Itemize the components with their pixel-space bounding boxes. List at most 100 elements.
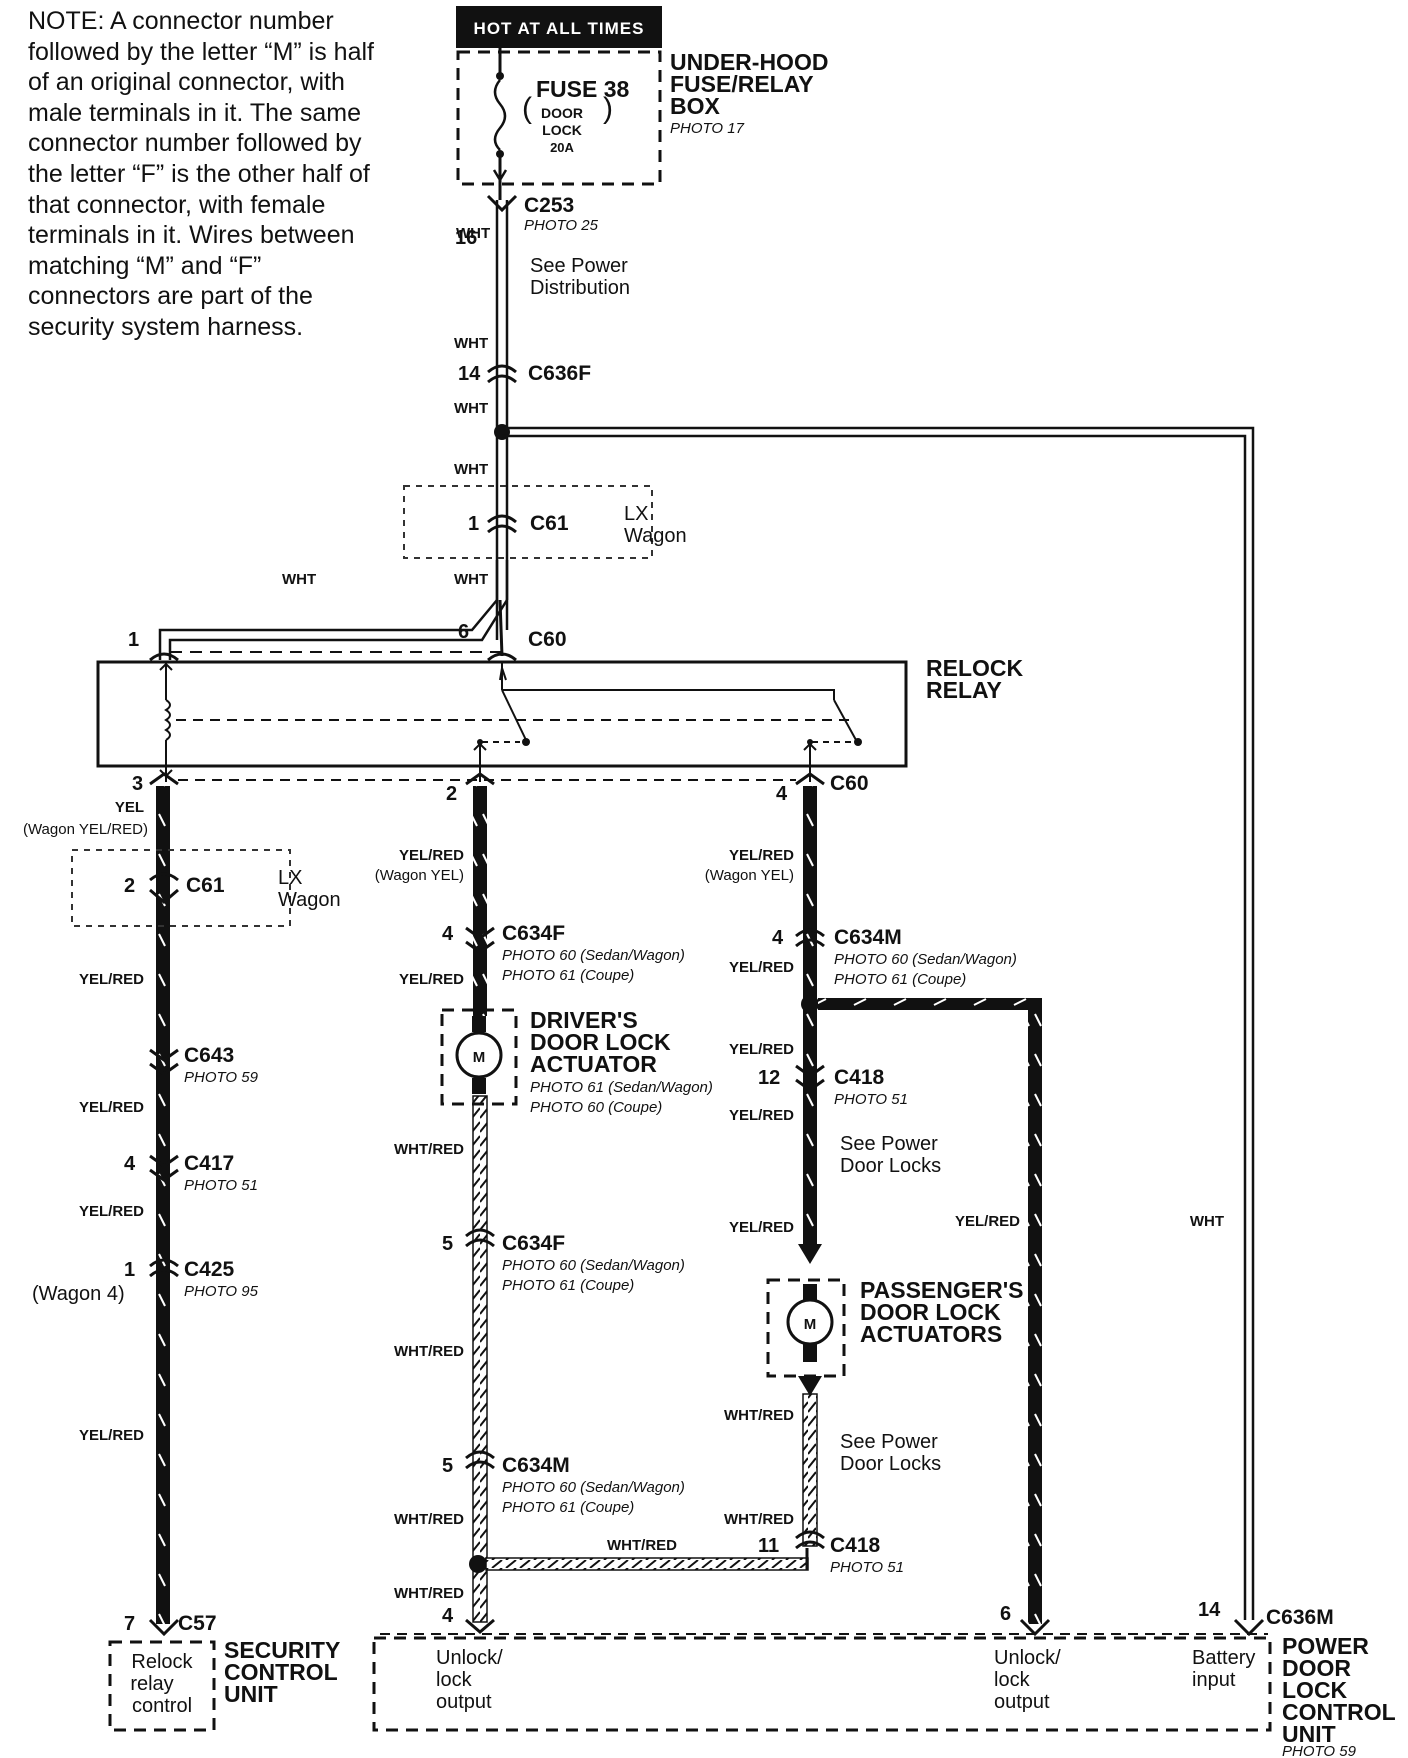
c417-name: C417 — [184, 1152, 234, 1175]
driver-actuator-photo-2: PHOTO 60 (Coupe) — [530, 1099, 662, 1116]
c634m-right-photo-2: PHOTO 61 (Coupe) — [834, 971, 966, 988]
c253-photo: PHOTO 25 — [524, 217, 599, 234]
control-unit-photo: PHOTO 59 — [1282, 1743, 1357, 1758]
c57-pin: 7 — [124, 1613, 135, 1635]
c60-wire-right: WHT — [454, 571, 488, 588]
under-hood-fuse-box: FUSE 38 ( ) DOOR LOCK 20A UNDER-HOOD FUS… — [456, 48, 828, 200]
relay-name-2: RELAY — [926, 677, 1002, 703]
passengers-door-lock-actuators: M — [766, 1278, 846, 1396]
left-c61-name: C61 — [186, 874, 225, 897]
control-unit-name-2: DOOR — [1282, 1655, 1351, 1681]
right-wire-1: YEL/RED — [729, 847, 794, 864]
c636f-name: C636F — [528, 362, 591, 385]
security-inner-1: Relock — [131, 1651, 193, 1673]
c634m-mid-name: C634M — [502, 1454, 570, 1477]
driver-actuator-name-3: ACTUATOR — [530, 1051, 657, 1077]
see-power-door-locks-1a: See Power — [840, 1133, 938, 1155]
right-wire-7: WHT/RED — [724, 1511, 794, 1528]
control-unit-name-1: POWER — [1282, 1633, 1369, 1659]
c61-top-note-2: Wagon — [624, 525, 687, 547]
c418-bottom-pin: 11 — [758, 1535, 779, 1557]
right-wire-6: WHT/RED — [724, 1407, 794, 1424]
see-power-door-locks-2a: See Power — [840, 1431, 938, 1453]
c60-top-wiring — [149, 560, 517, 662]
wht-red-horizontal — [485, 1557, 809, 1571]
left-wire-1-alt: (Wagon YEL/RED) — [23, 821, 148, 838]
c634f-bottom-photo-1: PHOTO 60 (Sedan/Wagon) — [502, 1257, 685, 1274]
mid-wire-4: WHT/RED — [394, 1343, 464, 1360]
hot-label: HOT AT ALL TIMES — [474, 19, 645, 38]
see-power-door-locks-2b: Door Locks — [840, 1453, 941, 1475]
relay-name-1: RELOCK — [926, 655, 1024, 681]
battery-line-2: input — [1192, 1669, 1236, 1691]
c634m-right-pin: 4 — [772, 927, 784, 949]
driver-actuator-name-2: DOOR LOCK — [530, 1029, 671, 1055]
security-name-1: SECURITY — [224, 1637, 340, 1663]
mid-wire-horizontal: WHT/RED — [607, 1537, 677, 1554]
control-unit-name-3: LOCK — [1282, 1677, 1348, 1703]
wht-branch-right — [502, 426, 1255, 1620]
left-wire-5: YEL/RED — [79, 1427, 144, 1444]
c634m-right-photo-1: PHOTO 60 (Sedan/Wagon) — [834, 951, 1017, 968]
lx-wagon-box-left — [71, 849, 291, 927]
c425-pin: 1 — [124, 1259, 135, 1281]
security-name-2: CONTROL — [224, 1659, 338, 1685]
c634f-bottom-photo-2: PHOTO 61 (Coupe) — [502, 1277, 634, 1294]
hot-at-all-times-badge: HOT AT ALL TIMES — [456, 6, 662, 48]
c60-bottom-name: C60 — [830, 772, 869, 795]
c634f-top-photo-2: PHOTO 61 (Coupe) — [502, 967, 634, 984]
c636m-name: C636M — [1266, 1606, 1334, 1629]
lx-wagon-box-top — [403, 485, 653, 559]
middle-column-wire — [465, 786, 495, 1634]
note-text: NOTE: A connector number followed by the… — [28, 7, 374, 341]
driver-actuator-photo-1: PHOTO 61 (Sedan/Wagon) — [530, 1079, 713, 1096]
c418-bottom-name: C418 — [830, 1534, 881, 1557]
mid-wire-5: WHT/RED — [394, 1511, 464, 1528]
driver-actuator-name-1: DRIVER'S — [530, 1007, 638, 1033]
c634m-mid-photo-2: PHOTO 61 (Coupe) — [502, 1499, 634, 1516]
c60-bottom — [149, 772, 825, 786]
battery-line-1: Battery — [1192, 1647, 1255, 1669]
c61-top-note-1: LX — [624, 503, 648, 525]
control-unit-name-4: CONTROL — [1282, 1699, 1396, 1725]
c253-pin: 16 — [455, 227, 477, 249]
out1-line-1: Unlock/ — [436, 1647, 503, 1669]
mid-wire-2: YEL/RED — [399, 971, 464, 988]
left-wire-2: YEL/RED — [79, 971, 144, 988]
c418-top-name: C418 — [834, 1066, 885, 1089]
c643-photo: PHOTO 59 — [184, 1069, 259, 1086]
c634m-mid-photo-1: PHOTO 60 (Sedan/Wagon) — [502, 1479, 685, 1496]
see-power-distribution-2: Distribution — [530, 277, 630, 299]
unit-pin-4: 4 — [442, 1605, 454, 1627]
right-wire-2: YEL/RED — [729, 959, 794, 976]
c253-wire: WHT — [456, 225, 490, 242]
fuse-box-photo: PHOTO 17 — [670, 120, 745, 137]
c60-pin-3: 3 — [132, 773, 143, 795]
left-column-wire — [148, 786, 180, 1637]
c61-top-pin: 1 — [468, 513, 479, 535]
fuse-box-name-1: UNDER-HOOD — [670, 49, 828, 75]
mid-wire-1: YEL/RED — [399, 847, 464, 864]
drivers-door-lock-actuator: M — [440, 1008, 518, 1106]
relock-relay — [96, 660, 908, 782]
left-c61-note-2: Wagon — [278, 889, 341, 911]
unit-pin-6: 6 — [1000, 1603, 1011, 1625]
right-wire-5: YEL/RED — [729, 1219, 794, 1236]
fuse-desc-3: 20A — [550, 140, 574, 155]
c643-name: C643 — [184, 1044, 234, 1067]
control-unit-name-5: UNIT — [1282, 1721, 1336, 1747]
yelred-branch-right — [818, 998, 1051, 1637]
c634f-bottom-pin: 5 — [442, 1233, 453, 1255]
left-c61-pin: 2 — [124, 875, 135, 897]
c634m-right-name: C634M — [834, 926, 902, 949]
c60-pin-2: 2 — [446, 783, 457, 805]
c418-top-pin: 12 — [758, 1067, 780, 1089]
left-wire-1: YEL — [115, 799, 144, 816]
paren-open: ( — [522, 92, 532, 125]
c418-bottom-photo: PHOTO 51 — [830, 1559, 904, 1576]
c634m-mid-pin: 5 — [442, 1455, 453, 1477]
c60-pin-6: 6 — [458, 621, 469, 643]
c636f-wire-above: WHT — [454, 335, 488, 352]
passenger-actuator-name-1: PASSENGER'S — [860, 1277, 1024, 1303]
